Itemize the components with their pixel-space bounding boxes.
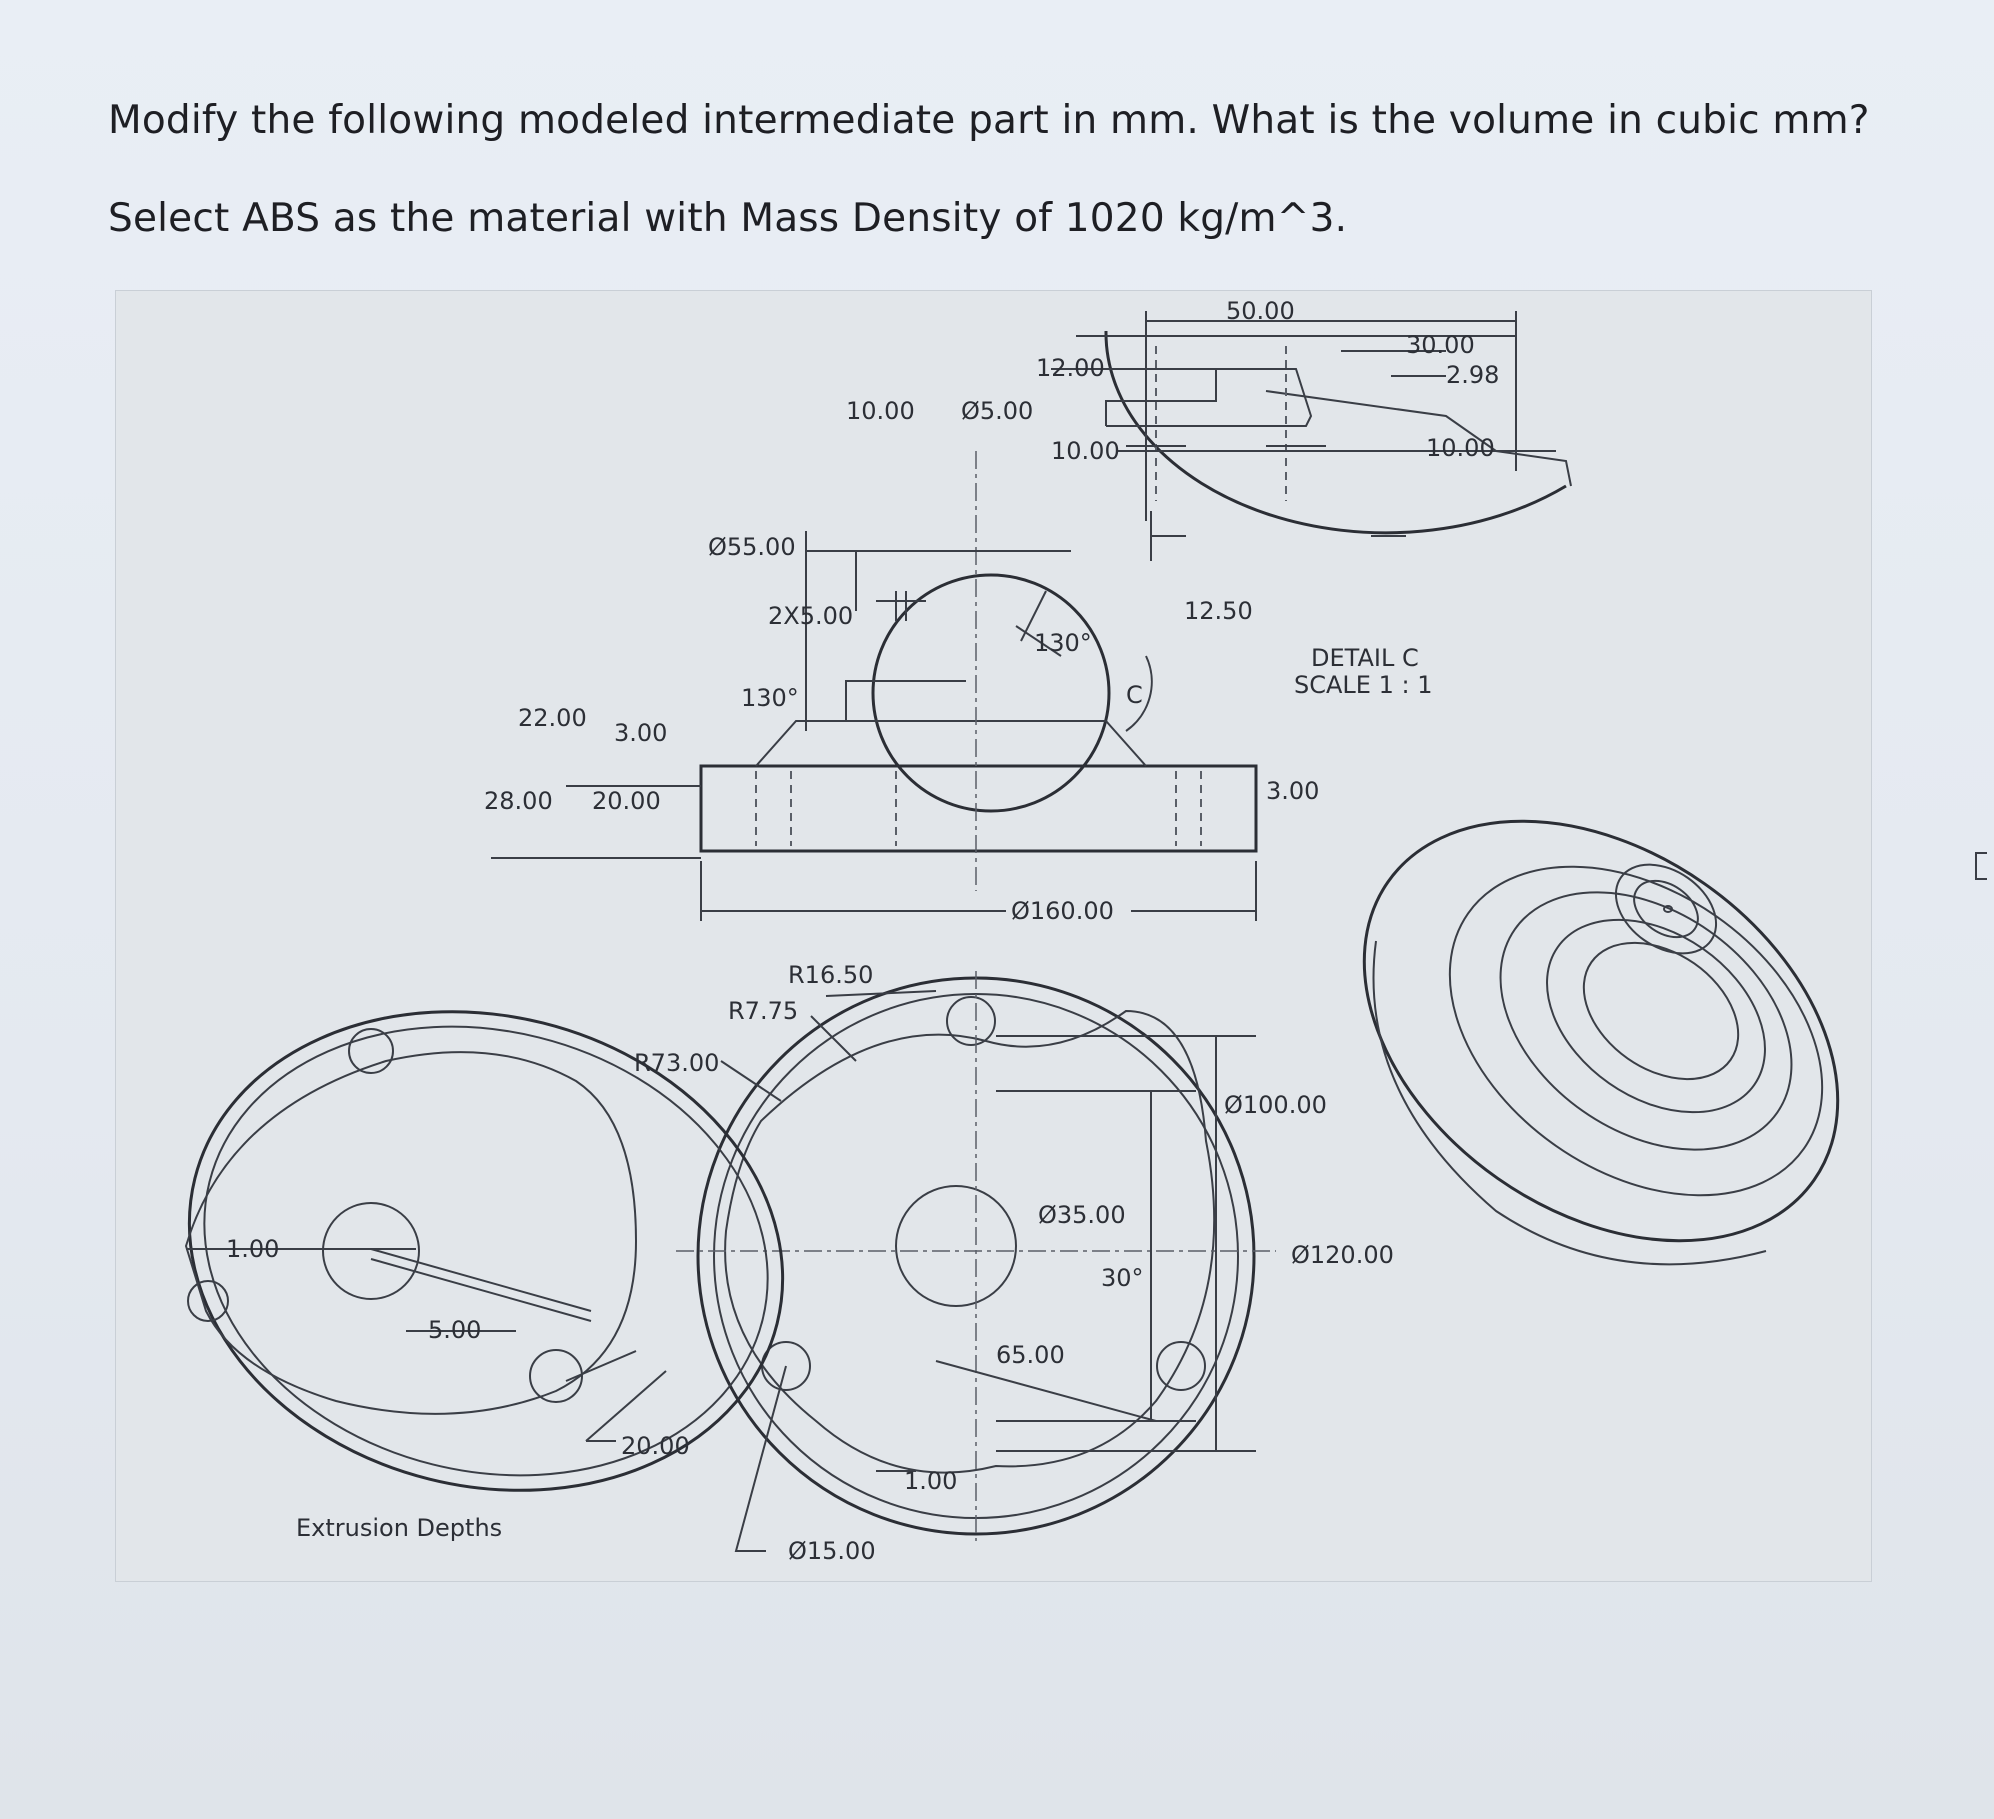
dim-2x5: 2X5.00 — [768, 602, 853, 630]
dim-dia-120: Ø120.00 — [1291, 1241, 1394, 1269]
dim-10-detail-a: 10.00 — [1051, 437, 1120, 465]
dim-1-top: 1.00 — [904, 1467, 957, 1495]
drawing-svg: 50.00 30.00 2.98 12.00 10.00 10.00 12.50… — [184, 297, 1840, 1565]
dim-12: 12.00 — [1036, 354, 1105, 382]
dim-r73: R73.00 — [634, 1049, 719, 1077]
extrusion-dim-5: 5.00 — [428, 1316, 481, 1344]
detail-c-title: DETAIL C — [1311, 644, 1419, 672]
question-line-2: Select ABS as the material with Mass Den… — [108, 196, 1348, 241]
angle-130-right: 130° — [1034, 629, 1092, 657]
detail-c-view: 50.00 30.00 2.98 12.00 10.00 10.00 12.50… — [1036, 297, 1572, 699]
top-view: R16.50 R7.75 R73.00 Ø100.00 Ø35.00 Ø120.… — [634, 961, 1394, 1565]
dim-28: 28.00 — [484, 787, 553, 815]
dim-dia-160: Ø160.00 — [1011, 897, 1114, 925]
dim-r16-5: R16.50 — [788, 961, 873, 989]
dim-dia-35: Ø35.00 — [1038, 1201, 1126, 1229]
dim-10-section: 10.00 — [846, 397, 915, 425]
extrusion-depths-view: 1.00 5.00 20.00 Extrusion Depths — [184, 1010, 785, 1542]
isometric-view — [1362, 819, 1840, 1266]
leader-c: C — [1126, 681, 1143, 709]
extrusion-dim-1: 1.00 — [226, 1235, 279, 1263]
dim-22: 22.00 — [518, 704, 587, 732]
dim-dia-100: Ø100.00 — [1224, 1091, 1327, 1119]
dim-3-detail: 3.00 — [1266, 777, 1319, 805]
dim-10-detail-b: 10.00 — [1426, 434, 1495, 462]
dim-3-section: 3.00 — [614, 719, 667, 747]
extrusion-caption: Extrusion Depths — [296, 1514, 502, 1542]
angle-130-left: 130° — [741, 684, 799, 712]
edge-mark — [1975, 852, 1987, 880]
dim-dia-15: Ø15.00 — [788, 1537, 876, 1565]
dim-65: 65.00 — [996, 1341, 1065, 1369]
section-view: Ø55.00 2X5.00 10.00 Ø5.00 130° 130° C 22… — [484, 397, 1319, 925]
dim-20-section: 20.00 — [592, 787, 661, 815]
angle-30: 30° — [1101, 1264, 1144, 1292]
dim-dia-55: Ø55.00 — [708, 533, 796, 561]
dim-50: 50.00 — [1226, 297, 1295, 325]
question-line-1: Modify the following modeled intermediat… — [108, 98, 1870, 143]
engineering-drawing: 50.00 30.00 2.98 12.00 10.00 10.00 12.50… — [115, 290, 1872, 1582]
dim-30: 30.00 — [1406, 331, 1475, 359]
dim-dia-5: Ø5.00 — [961, 397, 1033, 425]
dim-2-98: 2.98 — [1446, 361, 1499, 389]
detail-c-scale: SCALE 1 : 1 — [1294, 671, 1432, 699]
extrusion-dim-20: 20.00 — [621, 1432, 690, 1460]
dim-r7-75: R7.75 — [728, 997, 798, 1025]
dim-12-50: 12.50 — [1184, 597, 1253, 625]
